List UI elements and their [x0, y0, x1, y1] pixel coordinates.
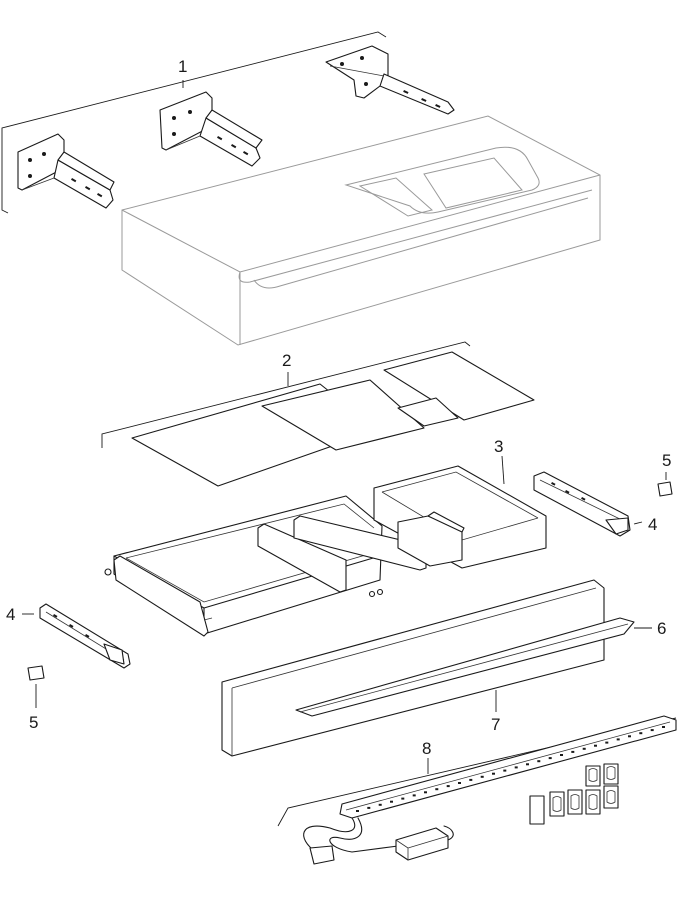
- led-dot: [401, 797, 405, 800]
- led-dot: [605, 741, 609, 744]
- callout-4-left: 4: [6, 605, 15, 624]
- callout-6: 6: [657, 619, 666, 638]
- part-2-drawer-mats: [101, 341, 535, 487]
- part-3-drawer: [104, 455, 547, 637]
- part-1-bracket-right: [325, 45, 455, 115]
- led-dot: [537, 760, 541, 763]
- led-dot: [560, 754, 563, 756]
- callout-5-left: 5: [29, 713, 38, 732]
- led-dot: [526, 763, 529, 766]
- led-dot: [571, 750, 575, 753]
- callout-5-right: 5: [662, 451, 671, 470]
- part-8-led-kit: [277, 715, 677, 865]
- led-dot: [480, 775, 484, 778]
- led-dot: [639, 732, 643, 735]
- led-dot: [616, 738, 620, 741]
- led-dot: [594, 744, 597, 747]
- led-dot: [378, 803, 382, 806]
- washbasin-cabinet: [121, 115, 601, 346]
- led-dot: [424, 791, 427, 794]
- led-dot: [628, 735, 631, 738]
- callout-2: 2: [282, 351, 291, 370]
- part-5-cap-left: [27, 665, 45, 708]
- led-dot: [662, 726, 665, 728]
- led-dot: [356, 810, 359, 812]
- led-dot: [446, 785, 450, 788]
- led-dot: [582, 747, 586, 750]
- led-dot: [650, 729, 654, 732]
- part-1-bracket-middle: [159, 91, 263, 167]
- led-dot: [503, 769, 507, 772]
- callout-8: 8: [422, 739, 431, 758]
- led-dot: [469, 778, 473, 781]
- led-dots: [356, 726, 665, 812]
- callout-4-right: 4: [648, 515, 657, 534]
- led-dot: [548, 757, 552, 760]
- part-5-cap-right: [657, 472, 673, 497]
- callout-1: 1: [178, 57, 187, 76]
- led-dot: [435, 788, 439, 791]
- part-6-handle-strip: [295, 617, 652, 717]
- led-dot: [367, 806, 371, 809]
- switch-covers: [529, 763, 619, 825]
- led-dot: [492, 772, 495, 775]
- led-dot: [458, 782, 461, 784]
- callout-3: 3: [494, 437, 503, 456]
- led-dot: [412, 794, 416, 797]
- led-dot: [514, 766, 518, 769]
- callout-7: 7: [491, 715, 500, 734]
- led-dot: [390, 800, 393, 803]
- part-1-bracket-group-frame: [1, 31, 387, 214]
- part-4-runner-left: [22, 603, 131, 669]
- part-1-bracket-left: [17, 133, 115, 209]
- part-4-runner-right: [533, 471, 643, 537]
